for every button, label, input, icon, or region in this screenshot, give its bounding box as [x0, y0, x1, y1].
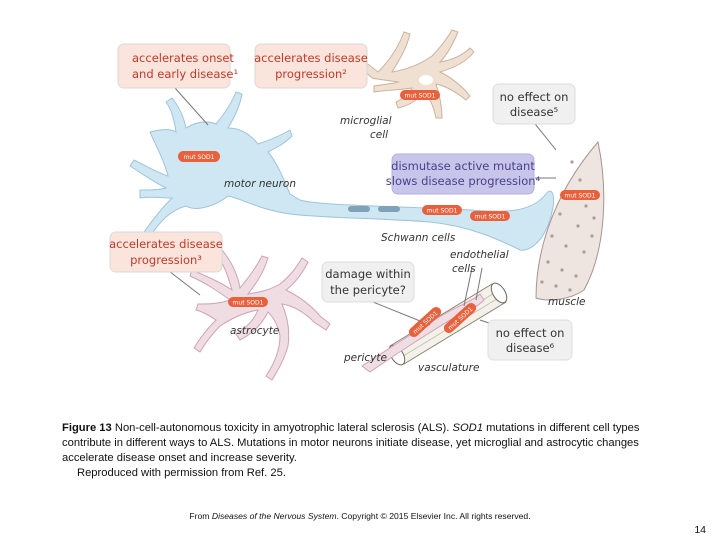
svg-text:the pericyte?: the pericyte? [330, 283, 406, 297]
svg-text:damage within: damage within [325, 267, 411, 281]
box-dismutase-active-mutant: dismutase active mutant slows disease pr… [386, 153, 541, 195]
svg-text:mut SOD1: mut SOD1 [475, 214, 506, 221]
als-toxicity-diagram: mut SOD1 mut SOD1 mut SOD1 mut SOD1 mut … [109, 29, 605, 381]
caption-text-end: mutations in different cell types contri… [62, 422, 640, 464]
cell-labels: microglial cell motor neuron Schwann cel… [224, 115, 586, 374]
caption-text-start: Non-cell-autonomous toxicity in amyotrop… [114, 422, 450, 434]
mut-sod1-tag-motor-neuron: mut SOD1 [178, 151, 220, 162]
mut-sod1-tag-axon-1: mut SOD1 [422, 205, 462, 215]
label-vasculature: vasculature [418, 362, 479, 374]
page-number: 14 [694, 524, 706, 536]
svg-text:dismutase active mutant: dismutase active mutant [391, 159, 535, 173]
label-pericyte: pericyte [343, 352, 387, 364]
box-accelerates-onset: accelerates onset and early disease¹ [117, 43, 238, 89]
mut-sod1-tag-microglia: mut SOD1 [400, 90, 440, 100]
label-endothelial: endothelial [450, 249, 509, 261]
svg-text:progression²: progression² [275, 67, 347, 81]
svg-text:no effect on: no effect on [500, 90, 569, 104]
box-no-effect-muscle: no effect on disease⁵ [492, 83, 576, 125]
svg-text:mut SOD1: mut SOD1 [565, 193, 596, 200]
svg-text:disease⁶: disease⁶ [506, 341, 555, 355]
svg-text:mut SOD1: mut SOD1 [233, 300, 264, 307]
label-astrocyte: astrocyte [230, 325, 279, 337]
figure-caption: Figure 13 Non-cell-autonomous toxicity i… [62, 421, 662, 481]
muscle-fiber [535, 140, 605, 301]
microglial-cell [338, 29, 475, 119]
svg-text:accelerates onset: accelerates onset [132, 51, 234, 65]
svg-text:and early disease¹: and early disease¹ [132, 67, 238, 81]
svg-text:no effect on: no effect on [496, 326, 565, 340]
label-schwann-cells: Schwann cells [381, 232, 456, 244]
svg-text:mut SOD1: mut SOD1 [184, 154, 215, 161]
pointer-lines [164, 81, 557, 327]
mutation-tags: mut SOD1 mut SOD1 mut SOD1 mut SOD1 mut … [178, 90, 600, 338]
svg-text:mut SOD1: mut SOD1 [427, 208, 458, 215]
caption-reproduced: Reproduced with permission from Ref. 25. [77, 467, 286, 479]
label-microglial-cell: cell [370, 129, 388, 141]
svg-text:progression³: progression³ [130, 253, 202, 267]
svg-text:slows disease progression⁴: slows disease progression⁴ [386, 174, 541, 188]
svg-text:accelerates disease: accelerates disease [254, 51, 368, 65]
footer-suffix: . Copyright © 2015 Elsevier Inc. All rig… [336, 511, 531, 521]
label-microglial: microglial [340, 115, 392, 127]
mut-sod1-tag-astrocyte: mut SOD1 [228, 297, 268, 307]
footer-book-title: Diseases of the Nervous System [211, 511, 337, 521]
box-damage-within-pericyte: damage within the pericyte? [321, 261, 415, 303]
copyright-footer: From Diseases of the Nervous System. Cop… [0, 511, 720, 521]
svg-text:accelerates disease: accelerates disease [109, 237, 223, 251]
label-endothelial-cells: cells [452, 263, 476, 275]
mut-sod1-tag-axon-2: mut SOD1 [470, 211, 510, 221]
label-motor-neuron: motor neuron [224, 178, 296, 190]
caption-gene: SOD1 [452, 422, 483, 434]
figure-label: Figure 13 [62, 422, 112, 434]
footer-prefix: From [189, 511, 210, 521]
box-no-effect-vasculature: no effect on disease⁶ [487, 319, 573, 361]
astrocyte-cell [189, 249, 331, 381]
box-accelerates-progression-astrocyte: accelerates disease progression³ [109, 231, 223, 273]
svg-text:disease⁵: disease⁵ [510, 105, 559, 119]
label-muscle: muscle [548, 296, 586, 308]
mut-sod1-tag-muscle: mut SOD1 [560, 190, 600, 200]
svg-text:mut SOD1: mut SOD1 [405, 93, 436, 100]
box-accelerates-progression-microglia: accelerates disease progression² [254, 43, 368, 89]
